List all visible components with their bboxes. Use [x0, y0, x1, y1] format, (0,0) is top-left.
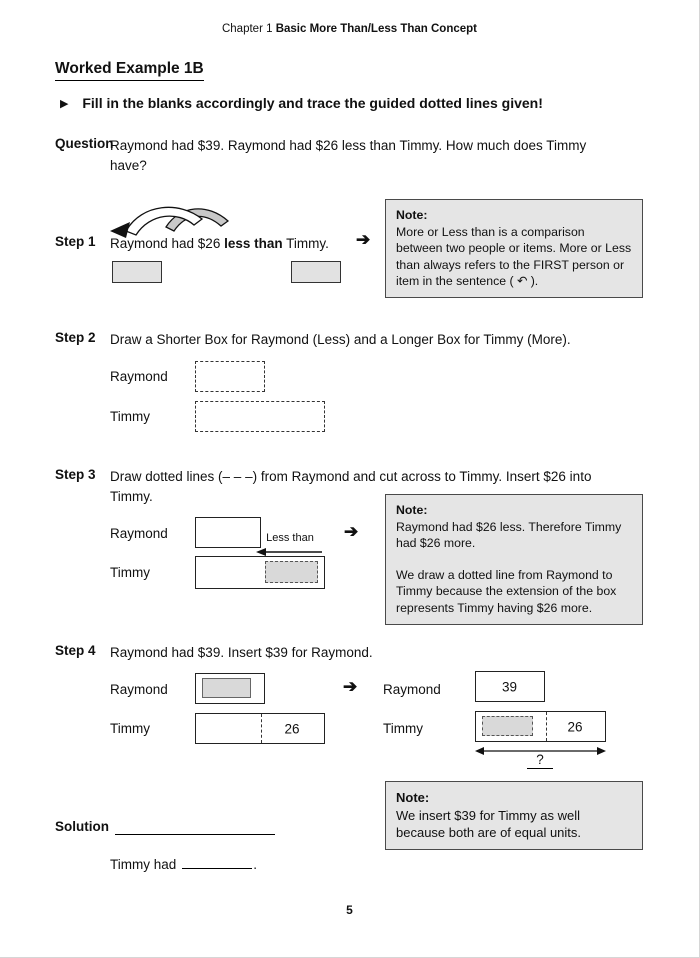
note4-label: Note: [396, 790, 430, 805]
less-than-label: Less than [266, 532, 314, 544]
note-box-step3: Note: Raymond had $26 less. Therefore Ti… [385, 494, 643, 625]
step4-right-timmy-box: 26 [475, 711, 606, 742]
note3-para2: We draw a dotted line from Raymond to Ti… [396, 567, 617, 615]
answer-blank-line [182, 856, 253, 869]
step4-right-raymond-box: 39 [475, 671, 545, 702]
arrow-right-icon: ➔ [356, 230, 371, 249]
page-number: 5 [346, 903, 353, 917]
step2-timmy-label: Timmy [110, 409, 150, 424]
worked-example-title: Worked Example 1B [55, 60, 204, 81]
chapter-title: Basic More Than/Less Than Concept [275, 23, 477, 35]
solution-blank-line [115, 821, 275, 835]
note1-text: More or Less than is a comparison betwee… [396, 224, 632, 289]
note3-label: Note: [396, 503, 428, 517]
step2-label: Step 2 [55, 330, 96, 345]
step4-left-timmy-label: Timmy [110, 721, 150, 736]
raymond-name-blank-box [112, 261, 162, 283]
step3-timmy-box [195, 556, 325, 589]
unknown-total-blank: ? [527, 752, 553, 769]
dashed-divider [261, 714, 262, 743]
instruction-row: ▶ Fill in the blanks accordingly and tra… [60, 95, 543, 111]
step3-raymond-label: Raymond [110, 526, 168, 541]
step3-timmy-extension-box [265, 561, 318, 583]
step2-text: Draw a Shorter Box for Raymond (Less) an… [110, 332, 571, 347]
arrow-right-icon: ➔ [343, 677, 358, 696]
less-than-arrow-icon [256, 548, 322, 556]
note3-para1: Raymond had $26 less. Therefore Timmy ha… [396, 519, 622, 551]
step4-left-raymond-box [195, 673, 265, 704]
answer-prefix: Timmy had [110, 857, 177, 872]
timmy-name-blank-box [291, 261, 341, 283]
step1-text: Raymond had $26 less than Timmy. [110, 234, 360, 254]
step3-timmy-label: Timmy [110, 565, 150, 580]
bullet-triangle-icon: ▶ [60, 98, 69, 110]
comparison-swoosh-arrow-icon [110, 206, 230, 238]
instruction-text: Fill in the blanks accordingly and trace… [82, 95, 543, 111]
step3-label: Step 3 [55, 467, 96, 482]
chapter-label: Chapter 1 [221, 23, 273, 35]
step2-raymond-dashed-box [195, 361, 265, 392]
step3-raymond-box [195, 517, 261, 548]
note1-label: Note: [396, 208, 428, 222]
answer-line: Timmy had. [110, 856, 257, 872]
page-header: Chapter 1 Basic More Than/Less Than Conc… [0, 23, 699, 35]
question-label: Question [55, 136, 114, 151]
step1-label: Step 1 [55, 234, 96, 249]
step4-right-raymond-value: 39 [501, 679, 518, 694]
step4-right-raymond-label: Raymond [383, 682, 441, 697]
dashed-divider [546, 712, 547, 741]
step3-text: Draw dotted lines (– – –) from Raymond a… [110, 469, 592, 505]
step1-text-before: Raymond had $26 [110, 236, 225, 251]
step4-left-raymond-fill-box [202, 678, 251, 698]
step4-right-timmy-value: 26 [567, 719, 583, 734]
note-box-step4: Note: We insert $39 for Timmy as well be… [385, 781, 643, 850]
step4-left-timmy-box: 26 [195, 713, 325, 744]
step4-label: Step 4 [55, 643, 96, 658]
step1-text-after: Timmy. [282, 236, 329, 251]
solution-label: Solution [55, 819, 109, 834]
length-measure-arrow-icon [475, 747, 606, 755]
note4-text: We insert $39 for Timmy as well because … [396, 807, 582, 841]
note-box-step1: Note: More or Less than is a comparison … [385, 199, 643, 298]
step2-raymond-label: Raymond [110, 369, 168, 384]
answer-period: . [253, 857, 258, 872]
arrow-right-icon: ➔ [344, 522, 359, 541]
step2-timmy-dashed-box [195, 401, 325, 432]
step4-right-timmy-fill-box [482, 716, 533, 736]
question-text: Raymond had $39. Raymond had $26 less th… [110, 138, 587, 174]
note3-gap [396, 552, 632, 567]
step4-text: Raymond had $39. Insert $39 for Raymond. [110, 645, 373, 660]
step4-left-raymond-label: Raymond [110, 682, 168, 697]
step4-left-timmy-value: 26 [284, 721, 300, 736]
step1-text-bold: less than [224, 236, 283, 251]
step4-right-timmy-label: Timmy [383, 721, 423, 736]
